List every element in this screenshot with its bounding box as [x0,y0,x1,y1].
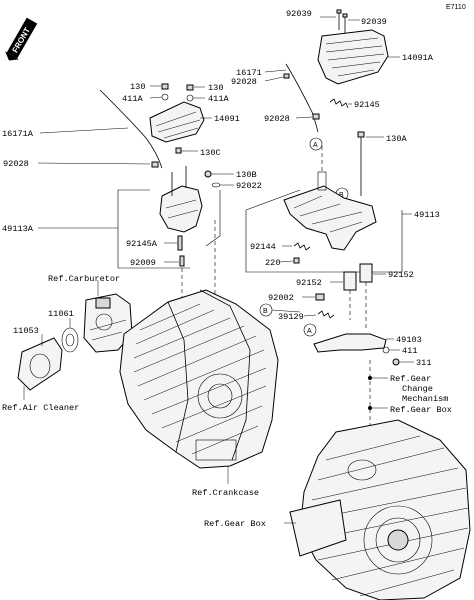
bolt-130A [357,131,365,138]
bolt-92039-right [342,13,348,33]
label-411A-left: 411A [122,94,143,104]
label-49113A: 49113A [2,224,34,234]
label-92152-right: 92152 [388,270,414,280]
label-ref-gear-change-3: Mechanism [402,394,448,404]
gear-box [289,419,471,600]
assembly-box-49113 [245,210,403,273]
cover-14091 [149,101,205,143]
cable-16171 [285,63,319,133]
label-92028-left: 92028 [3,159,29,169]
washer-411A-left [161,93,169,101]
label-11053: 11053 [13,326,39,336]
label-49113: 49113 [414,210,440,220]
bolt-130-left [161,83,169,90]
label-92002: 92002 [268,293,294,303]
label-411: 411 [402,346,417,356]
callout-b-low-text: B [263,308,268,315]
label-130B: 130B [236,170,257,180]
bolt-130B [204,170,212,178]
callout-a-low [303,323,317,337]
label-92145A: 92145A [126,239,158,249]
label-49103: 49103 [396,335,422,345]
shift-plate-49113 [283,185,377,251]
bolt-92009 [179,255,185,267]
label-ref-crankcase: Ref.Crankcase [192,488,259,498]
assembly-box-49113A [117,189,190,269]
spring-92144 [293,242,311,251]
label-92145: 92145 [354,100,380,110]
washer-411A-right [186,94,194,102]
label-14091A: 14091A [402,53,434,63]
callout-a-top [309,137,323,151]
bolt-220 [293,257,300,264]
cable-16171A [99,89,163,169]
label-11061: 11061 [48,309,74,319]
label-14091: 14091 [214,114,240,124]
bracket-49113-upper [317,171,327,191]
spring-92145 [329,98,349,109]
label-16171A: 16171A [2,129,34,139]
callout-a-top-text: A [313,142,318,149]
label-130-right: 130 [208,83,223,93]
label-92028-top: 92028 [231,77,257,87]
label-39129: 39129 [278,312,304,322]
label-ref-gear-change-2: Change [402,384,433,394]
label-92028-mid: 92028 [264,114,290,124]
label-311: 311 [416,358,431,368]
washer-92022 [211,182,221,188]
gasket-11061 [61,327,79,353]
label-ref-carburetor: Ref.Carburetor [48,274,120,284]
label-ref-air-cleaner: Ref.Air Cleaner [2,403,79,413]
label-92009: 92009 [130,258,156,268]
label-92152-left: 92152 [296,278,322,288]
spacer-92145A [177,235,183,251]
label-411A-right: 411A [208,94,229,104]
label-ref-gear-box-right: Ref.Gear Box [390,405,452,415]
label-92022: 92022 [236,181,262,191]
label-92039-left: 92039 [286,9,312,19]
duct-11053 [17,337,63,391]
bolt-130-right [186,84,194,91]
clip-92028-top [283,73,290,79]
label-ref-gear-change-1: Ref.Gear [390,374,431,384]
label-220: 220 [265,258,280,268]
label-130A: 130A [386,134,407,144]
label-92144: 92144 [250,242,276,252]
callout-b-mid-text: B [339,192,344,199]
spring-39129 [317,310,335,319]
label-ref-gear-box-bottom: Ref.Gear Box [204,519,266,529]
clip-311 [392,358,400,366]
collar-92152-right [359,263,373,283]
label-16171: 16171 [236,68,262,78]
callout-a-low-text: A [307,328,312,335]
label-130C: 130C [200,148,221,158]
front-badge: FRONT [5,17,38,61]
clip-92028-left [151,161,159,168]
bracket-49113A [159,185,203,233]
bolt-92039-left [336,9,342,30]
label-92039-right: 92039 [361,17,387,27]
bolt-130C [175,147,182,154]
collar-92152-left [343,271,357,291]
washer-411 [382,346,390,354]
bolt-92002 [315,293,325,301]
label-130-left: 130 [130,82,145,92]
clip-92028-right [312,113,320,120]
figure-id: E7110 [446,4,466,11]
engine-crankcase [119,289,279,469]
lever-49103 [313,333,387,353]
